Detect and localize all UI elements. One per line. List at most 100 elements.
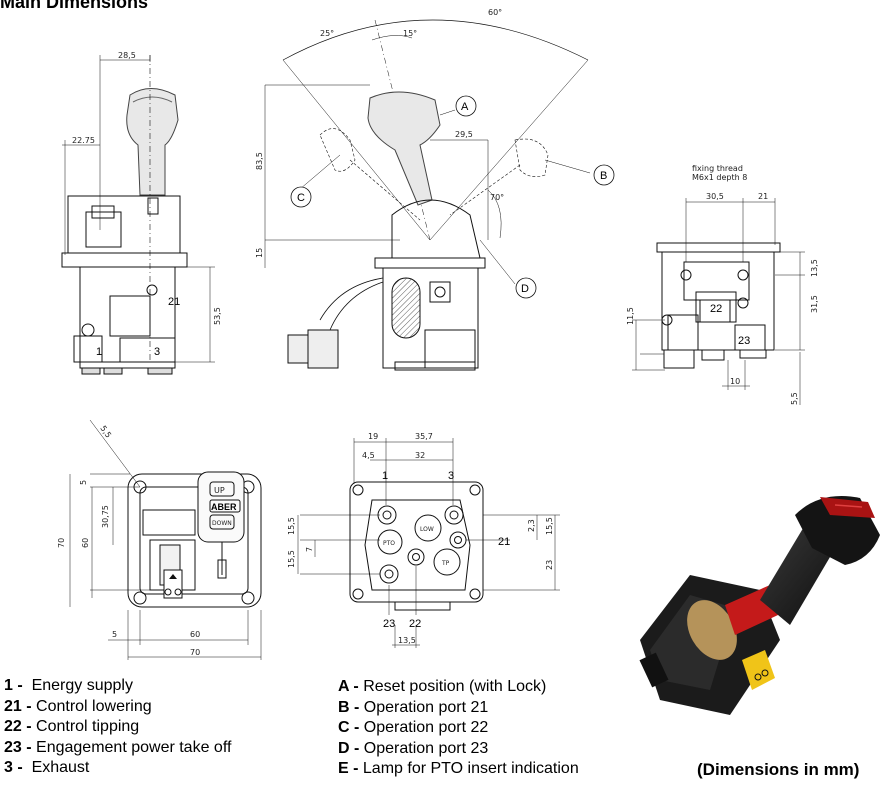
bottom-view-drawing bbox=[297, 438, 560, 648]
legend-row: D - Operation port 23 bbox=[338, 739, 579, 760]
product-photo bbox=[639, 496, 880, 715]
legend-text: Reset position (with Lock) bbox=[363, 678, 547, 695]
top-dim-70h: 70 bbox=[190, 648, 200, 657]
side-dim-top: 28,5 bbox=[118, 51, 136, 60]
rear-view-drawing bbox=[632, 198, 805, 405]
top-dim-30: 30,75 bbox=[101, 505, 110, 528]
rear-dim-21: 21 bbox=[758, 192, 768, 201]
top-dim-5-5: 5,5 bbox=[98, 424, 113, 440]
rear-thread-1: fixing thread bbox=[692, 164, 743, 173]
bot-port-23: 23 bbox=[383, 618, 395, 630]
bot-dim-13: 13,5 bbox=[398, 636, 416, 645]
side-port-21: 21 bbox=[168, 296, 180, 308]
callout-a: A bbox=[461, 101, 469, 113]
callout-c: C bbox=[297, 192, 305, 204]
lever-icon bbox=[163, 569, 183, 599]
bot-port-1: 1 bbox=[382, 470, 388, 482]
legend-ports: 1 - Energy supply 21 - Control lowering … bbox=[4, 676, 231, 779]
swing-angle-70: 70° bbox=[490, 193, 504, 202]
swing-angle-15: 15° bbox=[403, 29, 417, 38]
legend-row: 22 - Control tipping bbox=[4, 717, 231, 738]
legend-row: 23 - Engagement power take off bbox=[4, 738, 231, 759]
rear-thread-2: M6x1 depth 8 bbox=[692, 173, 747, 182]
rear-port-22: 22 bbox=[710, 303, 722, 315]
bot-pto: PTO bbox=[383, 540, 395, 547]
btn-up-label: UP bbox=[214, 486, 225, 495]
legend-text: Lamp for PTO insert indication bbox=[362, 760, 579, 778]
top-dim-60h: 60 bbox=[190, 630, 200, 639]
legend-key: 21 - bbox=[4, 697, 32, 715]
legend-key: 3 - bbox=[4, 759, 23, 777]
btn-down-label: DOWN bbox=[212, 520, 232, 527]
rear-dim-10: 10 bbox=[730, 377, 740, 386]
legend-key: 22 - bbox=[4, 718, 32, 736]
legend-row: 21 - Control lowering bbox=[4, 697, 231, 718]
legend-text: Energy supply bbox=[31, 677, 133, 694]
btn-brand-label: ABER bbox=[211, 502, 237, 512]
top-dim-70v: 70 bbox=[57, 538, 66, 548]
top-dim-5: 5 bbox=[79, 480, 88, 485]
bot-port-22: 22 bbox=[409, 618, 421, 630]
rear-port-23: 23 bbox=[738, 335, 750, 347]
swing-view-drawing bbox=[264, 19, 591, 371]
legend-row: E - Lamp for PTO insert indication bbox=[338, 759, 579, 780]
legend-letters: A - Reset position (with Lock) B - Opera… bbox=[338, 677, 579, 780]
legend-row: B - Operation port 21 bbox=[338, 698, 579, 719]
swing-angle-60: 60° bbox=[488, 8, 502, 17]
swing-angle-25: 25° bbox=[320, 29, 334, 38]
rear-dim-5: 5,5 bbox=[790, 392, 799, 405]
units-note: (Dimensions in mm) bbox=[697, 760, 860, 779]
bot-port-3: 3 bbox=[448, 470, 454, 482]
swing-dim-15: 15 bbox=[255, 248, 264, 258]
legend-text: Control lowering bbox=[36, 697, 152, 715]
bot-dim-4: 4,5 bbox=[362, 451, 375, 460]
legend-text: Operation port 21 bbox=[363, 698, 489, 716]
legend-key: C - bbox=[338, 719, 360, 737]
legend-key: 23 - bbox=[4, 738, 32, 756]
rear-dim-31: 31,5 bbox=[810, 295, 819, 313]
side-dim-left: 22.75 bbox=[72, 136, 95, 145]
callout-d: D bbox=[521, 283, 529, 295]
bot-port-21: 21 bbox=[498, 536, 510, 548]
bot-dim-15c: 15,5 bbox=[545, 517, 554, 535]
legend-key: D - bbox=[338, 739, 360, 757]
bot-low: LOW bbox=[420, 526, 434, 533]
swing-dim-83: 83,5 bbox=[255, 152, 264, 170]
bot-dim-2: 2,3 bbox=[527, 519, 536, 532]
top-dim-5h: 5 bbox=[112, 630, 117, 639]
legend-row: 1 - Energy supply bbox=[4, 676, 231, 697]
bot-dim-19: 19 bbox=[368, 432, 378, 441]
legend-key: A - bbox=[338, 678, 359, 695]
rear-dim-11: 11,5 bbox=[626, 307, 635, 325]
bot-tp: TP bbox=[441, 560, 450, 567]
swing-callouts bbox=[290, 95, 615, 299]
swing-dim-29: 29,5 bbox=[455, 130, 473, 139]
bot-dim-32: 32 bbox=[415, 451, 425, 460]
legend-text: Operation port 23 bbox=[363, 739, 489, 757]
side-dim-height: 53,5 bbox=[213, 307, 222, 325]
page-title: Main Dimensions bbox=[0, 0, 149, 12]
side-view-drawing bbox=[61, 55, 215, 375]
bot-dim-15b: 15,5 bbox=[287, 550, 296, 568]
legend-row: 3 - Exhaust bbox=[4, 758, 231, 779]
legend-text: Engagement power take off bbox=[36, 738, 232, 756]
side-port-1: 1 bbox=[96, 346, 102, 358]
legend-key: B - bbox=[338, 698, 360, 716]
rear-dim-30: 30,5 bbox=[706, 192, 724, 201]
bot-dim-7: 7 bbox=[305, 547, 314, 552]
legend-text: Exhaust bbox=[31, 759, 90, 777]
legend-row: C - Operation port 22 bbox=[338, 718, 579, 739]
legend-text: Operation port 22 bbox=[363, 719, 489, 737]
callout-b: B bbox=[600, 170, 607, 182]
legend-text: Control tipping bbox=[36, 718, 140, 736]
legend-key: 1 - bbox=[4, 677, 23, 694]
legend-key: E - bbox=[338, 760, 359, 778]
top-dim-60v: 60 bbox=[81, 538, 90, 548]
rear-dim-13: 13,5 bbox=[810, 259, 819, 277]
side-port-3: 3 bbox=[154, 346, 160, 358]
legend-row: A - Reset position (with Lock) bbox=[338, 677, 579, 698]
bot-dim-23: 23 bbox=[545, 560, 554, 570]
bot-dim-35: 35,7 bbox=[415, 432, 433, 441]
top-view-drawing bbox=[69, 419, 262, 660]
